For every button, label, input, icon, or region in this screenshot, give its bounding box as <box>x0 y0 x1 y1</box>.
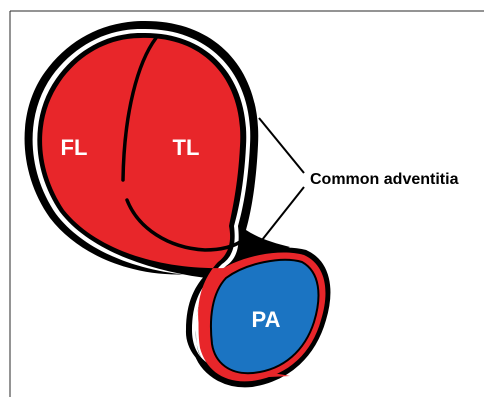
true-lumen-label: TL <box>173 135 200 160</box>
callout-line-upper <box>259 118 304 173</box>
common-adventitia-label: Common adventitia <box>310 171 459 188</box>
false-lumen-label: FL <box>61 135 88 160</box>
callout-line-lower <box>262 187 304 240</box>
pulmonary-artery-label: PA <box>252 307 281 332</box>
